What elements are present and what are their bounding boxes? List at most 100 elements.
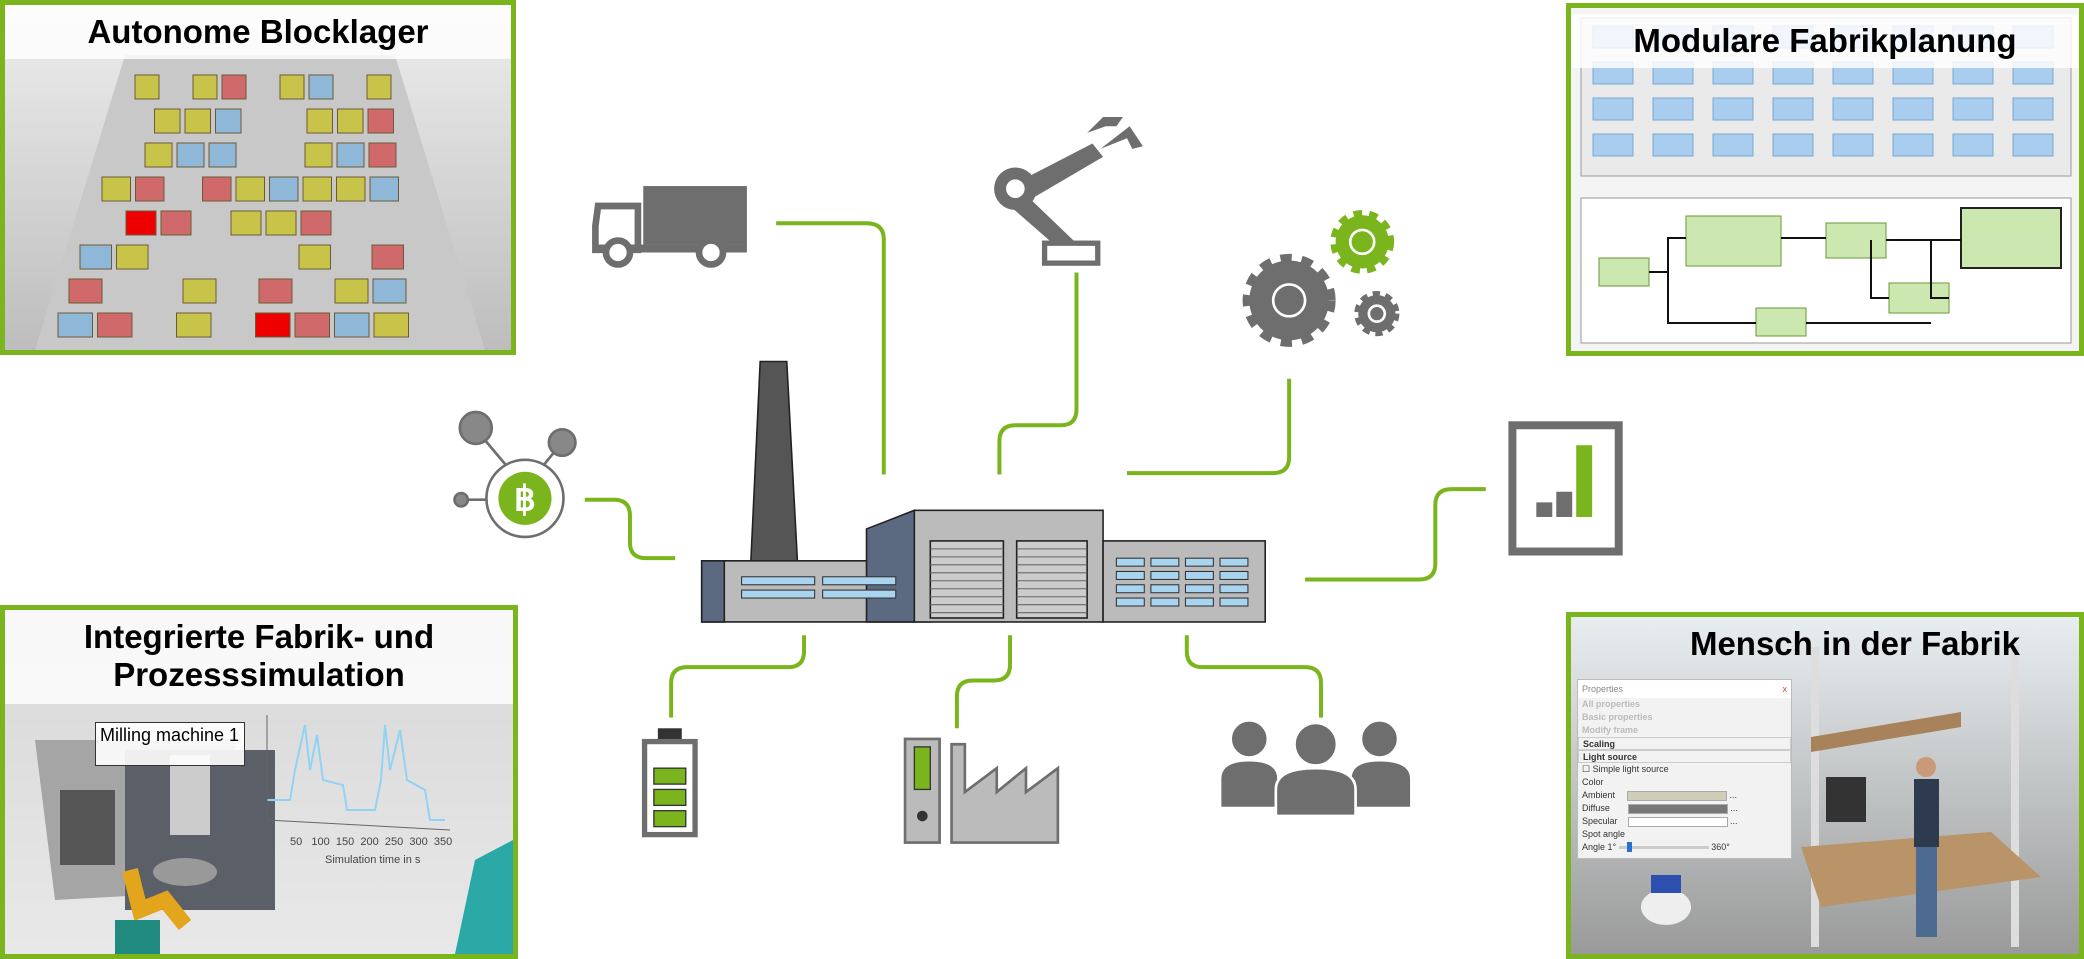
chart-ticks: 50 100 150 200 250 300 350: [290, 836, 453, 848]
module-block: [1592, 133, 1634, 157]
storage-block: [176, 142, 205, 168]
close-button[interactable]: x: [1782, 684, 1788, 694]
storage-block: [334, 278, 369, 304]
storage-block: [79, 244, 112, 270]
storage-block: [116, 244, 149, 270]
truck-icon: [592, 186, 747, 268]
document-factory-icon: [903, 737, 1060, 844]
gears-icon: [1242, 209, 1400, 347]
module-block: [1652, 133, 1694, 157]
storage-block: [125, 210, 157, 236]
factory-icon: [700, 360, 1267, 623]
menu-all-properties[interactable]: All properties: [1582, 699, 1641, 709]
storage-block: [367, 108, 394, 134]
storage-block: [369, 176, 399, 202]
storage-block: [101, 176, 131, 202]
module-block: [2012, 97, 2054, 121]
storage-block: [144, 142, 173, 168]
menu-scaling[interactable]: Scaling: [1578, 737, 1791, 750]
storage-block: [202, 176, 232, 202]
menu-modify-frame[interactable]: Modify frame: [1582, 725, 1639, 735]
storage-block: [160, 210, 192, 236]
module-block: [1832, 97, 1874, 121]
storage-block: [184, 108, 211, 134]
storage-block: [135, 176, 165, 202]
storage-block: [334, 312, 370, 338]
spot-angle-label: Spot angle: [1582, 829, 1626, 839]
color-group-label: Color: [1582, 777, 1604, 787]
storage-block: [300, 210, 332, 236]
storage-block: [221, 74, 247, 100]
simple-light-checkbox[interactable]: ☐ Simple light source: [1582, 764, 1669, 774]
storage-block: [215, 108, 242, 134]
bar-chart-icon: [1508, 421, 1623, 556]
module-block: [1772, 97, 1814, 121]
panel-title: Modulare Fabrikplanung: [1571, 14, 2079, 68]
module-block: [1892, 97, 1934, 121]
storage-block: [336, 176, 366, 202]
storage-block: [366, 74, 392, 100]
panel-title: Integrierte Fabrik- und Prozesssimulatio…: [5, 610, 513, 704]
storage-block: [230, 210, 262, 236]
module-block: [2012, 133, 2054, 157]
storage-block: [269, 176, 299, 202]
storage-block: [182, 278, 217, 304]
storage-block: [154, 108, 181, 134]
storage-block: [294, 312, 330, 338]
storage-block: [371, 244, 404, 270]
chart-xlabel: Simulation time in s: [325, 854, 421, 866]
bitcoin-network-icon: ฿: [453, 410, 577, 539]
module-block: [1652, 97, 1694, 121]
diffuse-row[interactable]: Diffuse ...: [1582, 803, 1738, 814]
storage-block: [372, 278, 407, 304]
module-block: [1772, 133, 1814, 157]
robot-arm-icon: [994, 116, 1143, 266]
svg-text:฿: ฿: [514, 480, 536, 518]
angle-slider[interactable]: Angle 1° 360°: [1582, 842, 1730, 853]
panel-autonome-blocklager: Autonome Blocklager: [0, 0, 516, 355]
storage-block: [235, 176, 265, 202]
storage-block: [298, 244, 331, 270]
storage-block: [68, 278, 103, 304]
storage-block: [308, 74, 334, 100]
panel-modulare-fabrikplanung: Modulare Fabrikplanung: [1566, 3, 2084, 356]
simulation-render: [35, 715, 513, 954]
human-workstation-render: [1641, 647, 2041, 947]
ambient-row[interactable]: Ambient ...: [1582, 790, 1738, 801]
storage-block: [368, 142, 397, 168]
storage-block: [336, 142, 365, 168]
menu-basic-properties[interactable]: Basic properties: [1582, 712, 1653, 722]
storage-block: [302, 176, 332, 202]
storage-block: [373, 312, 409, 338]
module-block: [1712, 97, 1754, 121]
machine-label: Milling machine 1: [95, 722, 245, 766]
storage-block: [97, 312, 133, 338]
people-icon: [1218, 718, 1413, 818]
storage-block: [306, 108, 333, 134]
module-block: [1832, 133, 1874, 157]
storage-block: [57, 312, 93, 338]
menu-light-source[interactable]: Light source: [1578, 750, 1791, 763]
storage-block: [192, 74, 218, 100]
battery-icon: [641, 728, 698, 838]
storage-block: [208, 142, 237, 168]
module-block: [1592, 97, 1634, 121]
storage-block: [265, 210, 297, 236]
storage-block: [255, 312, 291, 338]
panel-fabrik-prozesssimulation: 50 100 150 200 250 300 350 Simulation ti…: [0, 605, 518, 959]
connector-lines: [584, 221, 1486, 729]
warehouse-render: [35, 55, 485, 350]
module-block: [1712, 133, 1754, 157]
specular-row[interactable]: Specular ...: [1582, 816, 1738, 827]
module-block: [1952, 97, 1994, 121]
storage-block: [337, 108, 364, 134]
storage-block: [304, 142, 333, 168]
panel-title: Autonome Blocklager: [5, 5, 511, 59]
module-block: [1952, 133, 1994, 157]
storage-block: [134, 74, 160, 100]
storage-block: [176, 312, 212, 338]
storage-block: [279, 74, 305, 100]
